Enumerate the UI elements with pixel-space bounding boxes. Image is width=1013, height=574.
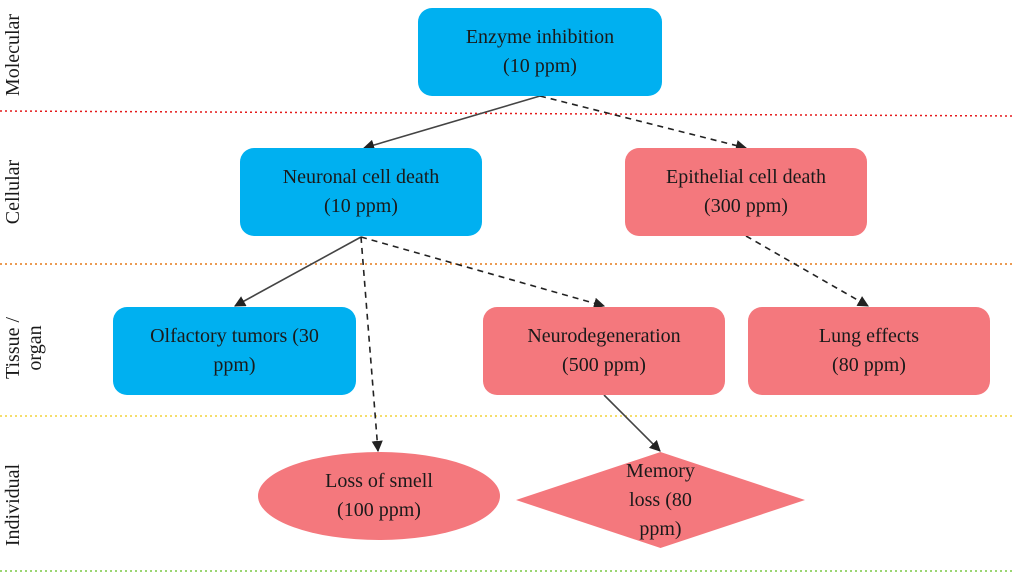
arrow-neuronal-to-loss-of-smell	[360, 236, 383, 453]
enzyme-inhibition-node: Enzyme inhibition (10 ppm)	[418, 8, 662, 96]
neurodegeneration-node: Neurodegeneration (500 ppm)	[483, 307, 725, 395]
olfactory-tumors-node: Olfactory tumors (30 ppm)	[113, 307, 356, 395]
epithelial-cell-death-node: Epithelial cell death (300 ppm)	[625, 148, 867, 236]
lung-effects-node: Lung effects (80 ppm)	[748, 307, 990, 395]
arrow-enzyme-to-epithelial	[539, 95, 748, 151]
arrow-neuronal-to-olfactory	[234, 236, 362, 307]
loss-of-smell-node: Loss of smell (100 ppm)	[258, 452, 500, 540]
molecular-divider	[0, 110, 1013, 117]
neuronal-cell-death-node: Neuronal cell death (10 ppm)	[240, 148, 482, 236]
memory-loss-node: Memory loss (80 ppm)	[516, 452, 805, 548]
memory-loss-diamond-shape	[516, 452, 805, 548]
arrow-neurodegeneration-to-memory	[603, 394, 661, 452]
arrow-epithelial-to-lung	[745, 235, 869, 307]
arrow-enzyme-to-neuronal	[362, 95, 541, 151]
arrow-neuronal-to-neurodegeneration	[360, 236, 606, 309]
